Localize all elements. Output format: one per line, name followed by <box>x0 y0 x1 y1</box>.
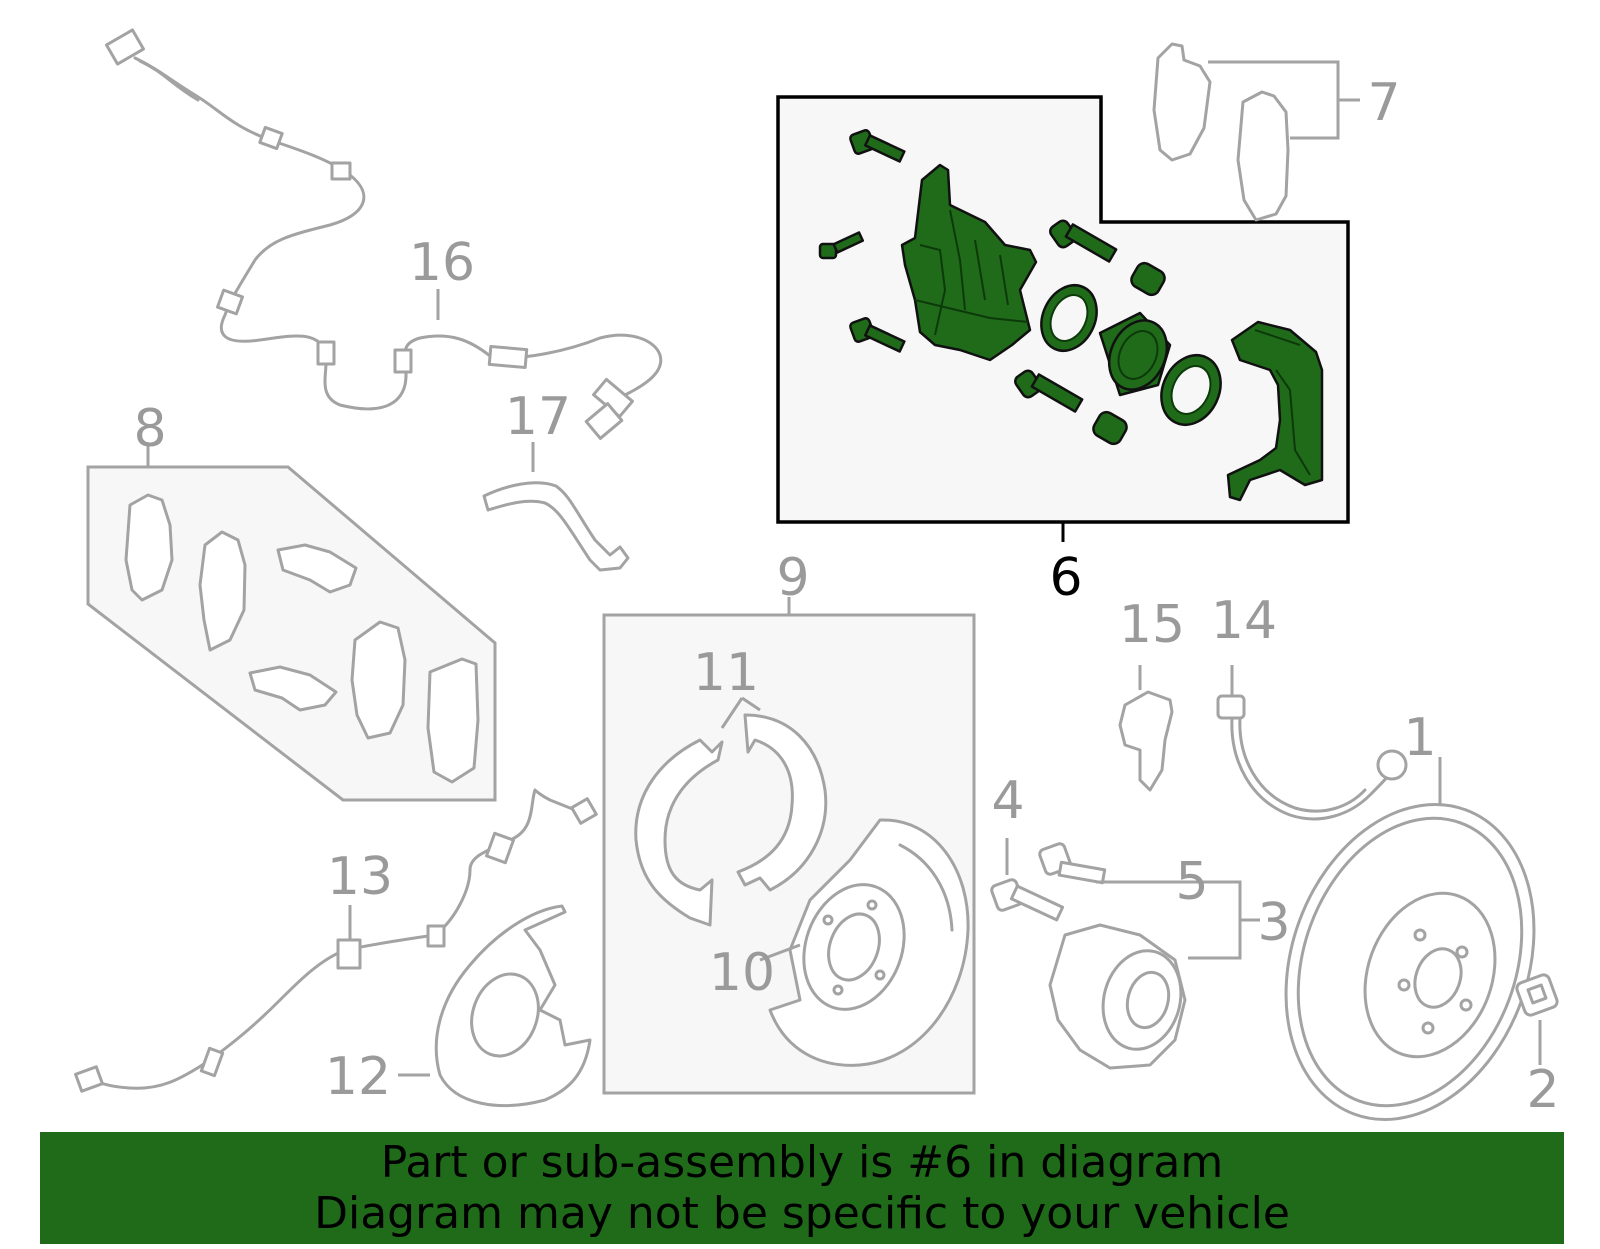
callout-14[interactable]: 14 <box>1211 591 1277 651</box>
part-12-hub-hole <box>470 972 540 1058</box>
part-14-brake-hose[interactable] <box>1216 694 1408 821</box>
callout-3[interactable]: 3 <box>1257 893 1290 953</box>
part-10-backing-plate[interactable] <box>768 818 970 1067</box>
callout-12[interactable]: 12 <box>325 1047 391 1107</box>
part-6-bolt-lower <box>849 317 906 353</box>
leader-lines <box>146 289 1542 1077</box>
banner-line-2: Diagram may not be specific to your vehi… <box>314 1188 1290 1239</box>
callout-17[interactable]: 17 <box>505 387 571 447</box>
callout-1[interactable]: 1 <box>1403 708 1436 768</box>
part-1-rotor[interactable] <box>1244 769 1577 1154</box>
banner-line-1: Part or sub-assembly is #6 in diagram <box>380 1137 1224 1188</box>
callout-16[interactable]: 16 <box>409 233 475 293</box>
part-16-abs-wire[interactable] <box>105 28 663 440</box>
part-4-bolt[interactable] <box>990 878 1065 922</box>
callout-8[interactable]: 8 <box>133 399 166 459</box>
part-8-hardware-kit[interactable] <box>124 493 480 784</box>
part-6-bleeder <box>818 231 865 260</box>
callout-5[interactable]: 5 <box>1175 852 1208 912</box>
part-13-rear-abs-wire[interactable] <box>74 788 598 1093</box>
part-6-caliper-assembly[interactable] <box>818 129 1324 542</box>
part-6-piston <box>1098 311 1172 397</box>
part-17-bracket[interactable] <box>482 481 630 572</box>
part-6-boot-upper <box>1130 261 1166 297</box>
part-6-bolt-upper <box>849 129 906 163</box>
part-12-dust-shield[interactable] <box>434 904 592 1108</box>
part-5-bolt[interactable] <box>1038 842 1107 885</box>
part-7-brake-pads[interactable] <box>1152 42 1360 222</box>
callout-7[interactable]: 7 <box>1367 73 1400 133</box>
callout-15[interactable]: 15 <box>1119 595 1185 655</box>
part-6-boot-lower <box>1092 410 1128 446</box>
callout-10[interactable]: 10 <box>709 943 775 1003</box>
part-2-bolt[interactable] <box>1515 973 1559 1017</box>
part-6-caliper-body <box>900 163 1038 362</box>
part-15-bracket[interactable] <box>1118 690 1174 792</box>
info-banner: Part or sub-assembly is #6 in diagram Di… <box>40 1132 1564 1244</box>
callout-9[interactable]: 9 <box>776 548 809 608</box>
leader-3-5 <box>1096 880 1260 960</box>
part-11-brake-shoes[interactable] <box>634 696 828 927</box>
part-6-guide-pin-lower <box>1014 369 1084 413</box>
callout-4[interactable]: 4 <box>991 771 1024 831</box>
callout-6[interactable]: 6 <box>1049 548 1082 608</box>
callout-2[interactable]: 2 <box>1526 1060 1559 1120</box>
callout-13[interactable]: 13 <box>327 847 393 907</box>
part-6-guide-pin-upper <box>1049 219 1118 263</box>
callout-11[interactable]: 11 <box>693 643 759 703</box>
part-3-hub-bearing[interactable] <box>1048 923 1192 1070</box>
